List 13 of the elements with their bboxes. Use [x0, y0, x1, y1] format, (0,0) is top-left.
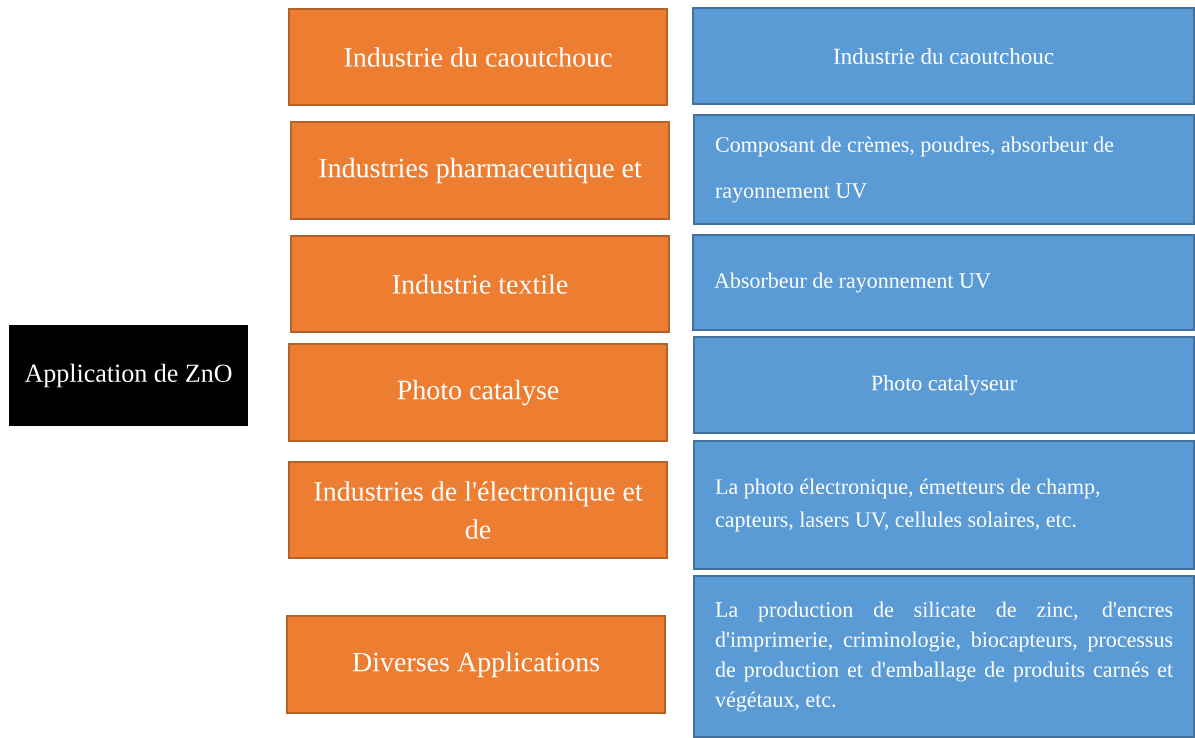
description-box: Composant de crèmes, poudres, absorbeur de rayonnement UV	[693, 114, 1195, 225]
category-box: Industrie du caoutchouc	[288, 8, 668, 106]
category-box: Industries de l'électronique et de	[288, 461, 668, 559]
description-box: Absorbeur de rayonnement UV	[692, 234, 1195, 331]
description-box: La photo électronique, émetteurs de champ, capteurs, lasers UV, cellules solaires, etc.	[693, 440, 1195, 570]
category-box: Industries pharmaceutique et	[290, 121, 670, 220]
description-box: Photo catalyseur	[693, 336, 1195, 434]
title-box: Application de ZnO	[9, 325, 248, 426]
description-box: Industrie du caoutchouc	[692, 7, 1195, 105]
category-box: Diverses Applications	[286, 615, 666, 714]
description-box: La production de silicate de zinc, d'encres d'imprimerie, criminologie, biocapteurs, processus de production et d'emballage de produits carnés et végétaux, etc.	[693, 575, 1195, 738]
category-box: Photo catalyse	[288, 343, 668, 442]
category-box: Industrie textile	[290, 235, 670, 333]
